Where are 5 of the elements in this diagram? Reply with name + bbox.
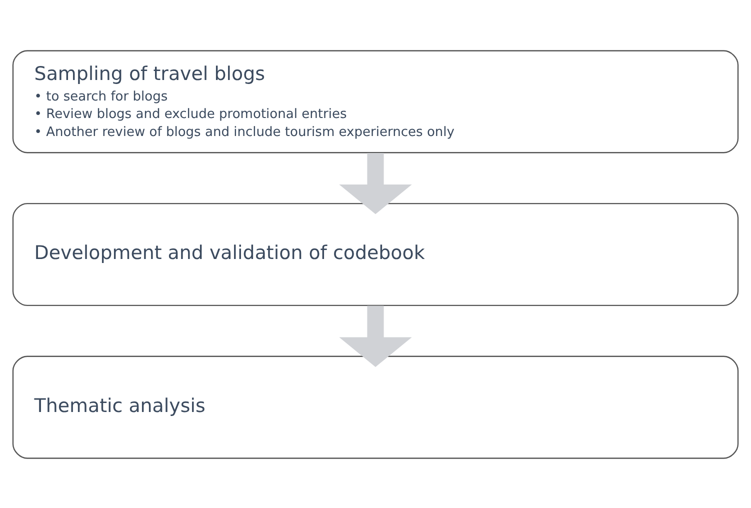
node-box: Sampling of travel blogs • to search for blogs • Review blogs and exclude promotional entries • Another review of blogs and include tourism experiernces only [12, 50, 739, 153]
arrow [339, 152, 412, 214]
node-box: Development and validation of codebook [12, 202, 739, 306]
arrow [339, 305, 412, 366]
node-box: Thematic analysis [12, 355, 739, 458]
